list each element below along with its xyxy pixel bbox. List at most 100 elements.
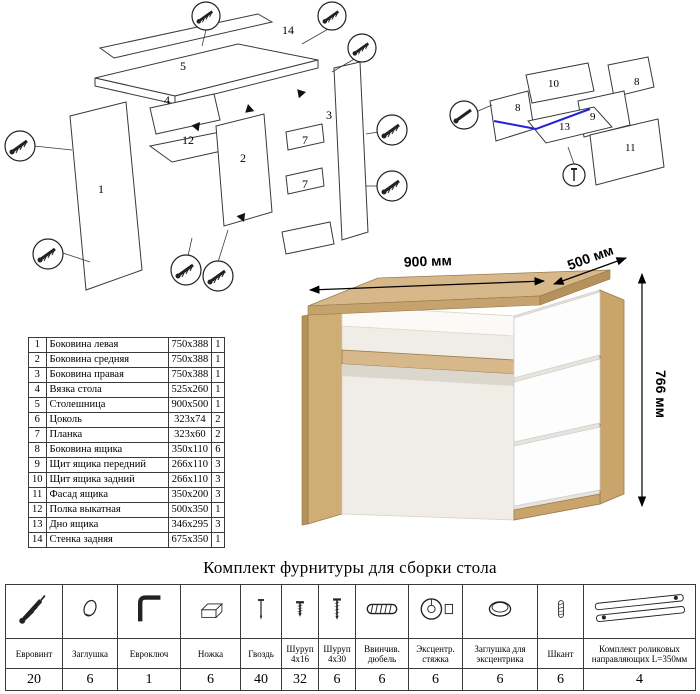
direction-arrow <box>293 87 306 100</box>
part-name: Боковина средняя <box>45 352 169 368</box>
right-side-panel-3 <box>333 61 369 241</box>
hardware-label: Гвоздь <box>240 638 282 669</box>
part-label: 11 <box>625 142 636 154</box>
part-size: 500х350 <box>167 502 213 518</box>
hardware-qty: 6 <box>180 668 241 691</box>
hardware-label: Шкант <box>537 638 584 669</box>
tabletop-edge2 <box>174 59 319 105</box>
part-qty: 1 <box>211 532 225 548</box>
hardware-qty: 40 <box>240 668 282 691</box>
width-dimension-arrow <box>308 277 546 294</box>
part-number: 4 <box>28 382 47 398</box>
cam-lock-icon <box>420 598 453 620</box>
hardware-qty: 4 <box>583 668 696 691</box>
tie-panel-4 <box>149 93 221 135</box>
drawer-bottom-panel-13 <box>527 106 613 144</box>
hardware-label: Заглушка <box>62 638 118 669</box>
part-name: Полка выкатная <box>45 502 169 518</box>
desk-render: 900 мм 500 мм 766 мм <box>301 248 668 526</box>
exploded-view-desk-diagram: 14 5 4 12 2 1 3 7 7 <box>4 1 408 292</box>
part-number: 2 <box>28 352 47 368</box>
part-number: 5 <box>28 397 47 413</box>
part-label: 2 <box>240 151 246 165</box>
hardware-label: Шуруп 4х16 <box>281 638 319 669</box>
height-dimension-label: 766 мм <box>653 370 668 418</box>
part-qty: 6 <box>211 442 225 458</box>
hardware-qty: 6 <box>537 668 584 691</box>
pedestal-plinth <box>513 493 601 521</box>
part-number: 1 <box>28 337 47 353</box>
hardware-label: Шуруп 4х30 <box>318 638 356 669</box>
part-name: Столешница <box>45 397 169 413</box>
part-label: 13 <box>559 121 571 133</box>
depth-dimension-arrow <box>553 257 627 285</box>
desk-cavity <box>341 305 515 521</box>
foot-icon <box>200 602 223 619</box>
hardware-labels-row: Евровинт Заглушка Евроключ Ножка Гвоздь … <box>5 638 696 669</box>
part-name: Щит ящика задний <box>45 472 169 488</box>
plank-7b <box>285 167 325 195</box>
drawer-side-panel-8b <box>607 56 655 98</box>
part-number: 12 <box>28 502 47 518</box>
euroscrew-icon <box>453 108 472 124</box>
part-name: Фасад ящика <box>45 487 169 503</box>
part-name: Щит ящика передний <box>45 457 169 473</box>
left-side-panel-1 <box>69 101 143 291</box>
hardware-label: Эксцентр. стяжка <box>408 638 463 669</box>
drawer-front-3 <box>513 426 601 507</box>
threaded-dowel-icon <box>366 603 398 615</box>
tray-shadow <box>342 364 514 386</box>
part-qty: 1 <box>211 382 225 398</box>
hardware-label: Евровинт <box>5 638 63 669</box>
part-name: Планка <box>45 427 169 443</box>
part-size: 350х200 <box>167 487 213 503</box>
part-label: 14 <box>282 23 294 37</box>
hardware-qty: 6 <box>318 668 356 691</box>
desk-left-panel-face <box>307 305 343 525</box>
part-size: 346х295 <box>167 517 213 533</box>
cam-cover-icon <box>488 601 512 617</box>
part-qty: 1 <box>211 352 225 368</box>
exploded-view-drawer-diagram: 10 8 8 9 13 11 <box>449 56 665 187</box>
part-qty: 2 <box>211 412 225 428</box>
bottom-slide-in-guide-line <box>493 108 591 131</box>
part-number: 3 <box>28 367 47 383</box>
part-size: 675х350 <box>167 532 213 548</box>
part-label: 5 <box>180 59 186 73</box>
hardware-icons-row <box>5 584 696 639</box>
hardware-kit-title: Комплект фурнитуры для сборки стола <box>203 558 497 577</box>
hardware-label: Заглушка для эксцентрика <box>462 638 538 669</box>
part-size: 525х260 <box>167 382 213 398</box>
part-number: 8 <box>28 442 47 458</box>
part-qty: 3 <box>211 457 225 473</box>
nail-icon <box>571 168 577 181</box>
part-label: 7 <box>302 177 308 191</box>
part-name: Цоколь <box>45 412 169 428</box>
part-label: 8 <box>515 102 521 114</box>
hardware-label: Комплект роликовых направляющих L=350мм <box>583 638 696 669</box>
drawer-front-2 <box>513 358 601 443</box>
plank-7a <box>285 123 325 151</box>
part-name: Боковина правая <box>45 367 169 383</box>
part-name: Боковина ящика <box>45 442 169 458</box>
part-size: 323х60 <box>167 427 213 443</box>
part-qty: 1 <box>211 367 225 383</box>
hardware-table: Евровинт Заглушка Евроключ Ножка Гвоздь … <box>5 584 696 691</box>
hardware-qty: 6 <box>462 668 538 691</box>
hardware-qty: 1 <box>117 668 181 691</box>
part-number: 9 <box>28 457 47 473</box>
hexkey-icon <box>138 595 161 622</box>
desk-left-panel <box>301 314 309 526</box>
direction-arrow <box>243 104 256 117</box>
part-number: 13 <box>28 517 47 533</box>
